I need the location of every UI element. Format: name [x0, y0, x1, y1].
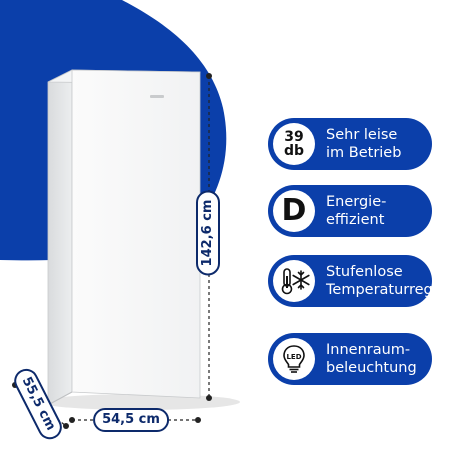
feature-noise-badge: 39 db Sehr leise im Betrieb [268, 118, 432, 170]
feature-noise-line1: Sehr leise [326, 127, 398, 143]
39-db-icon: 39 db [273, 123, 315, 165]
db-icon-number: 39 [284, 129, 304, 145]
fridge-door [71, 69, 201, 399]
feature-temperature-line2: Temperaturreg. [326, 282, 438, 298]
feature-lighting-badge: LED Innenraum- beleuchtung [268, 333, 432, 385]
height-label: 142,6 cm [196, 190, 220, 276]
feature-lighting-line1: Innenraum- [326, 342, 411, 358]
led-bulb-icon: LED [273, 338, 315, 380]
feature-temperature-line1: Stufenlose [326, 264, 403, 280]
feature-energy-line2: effizient [326, 212, 385, 228]
db-icon-unit: db [283, 143, 305, 159]
thermometer-snowflake-icon [273, 260, 315, 302]
led-icon-text: LED [286, 353, 301, 361]
feature-temperature-badge: Stufenlose Temperaturreg. [268, 255, 438, 307]
feature-noise-line2: im Betrieb [326, 145, 402, 161]
energy-class-d-icon: D [273, 190, 315, 232]
fridge-side-panel [47, 69, 73, 406]
feature-lighting-line2: beleuchtung [326, 360, 417, 376]
width-label: 54,5 cm [93, 408, 169, 432]
feature-energy-badge: D Energie- effizient [268, 185, 432, 237]
feature-energy-line1: Energie- [326, 194, 387, 210]
brand-logo [150, 95, 164, 98]
energy-class-letter: D [281, 193, 307, 228]
